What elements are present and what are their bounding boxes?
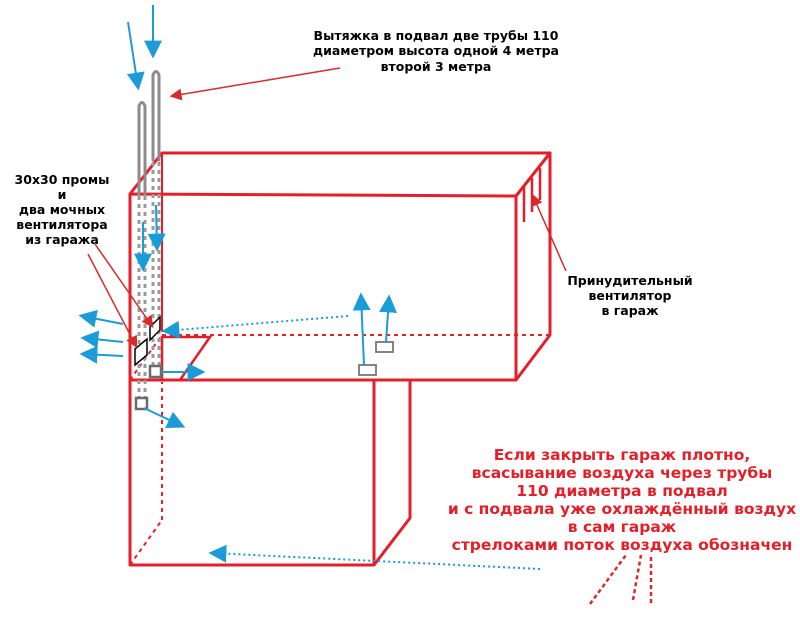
callout-dashed xyxy=(588,554,653,605)
garage-box xyxy=(128,151,552,382)
exhaust-pipes-hidden xyxy=(137,162,161,398)
vent-30x30-right xyxy=(375,341,394,353)
label-note-line1: Если закрыть гараж плотно, xyxy=(494,446,751,464)
pipe-outlet-basement xyxy=(134,396,149,411)
callout-exhaust xyxy=(169,67,341,101)
label-vents: 30х30 промы и два мочных вентилятора из … xyxy=(15,172,110,247)
wall-fan-lower xyxy=(134,337,148,367)
callout-vent-1 xyxy=(94,243,154,328)
label-exhaust-line1: Вытяжка в подвал две трубы 110 xyxy=(314,28,559,43)
pipe-outlet-floor xyxy=(148,364,163,379)
basement-side xyxy=(372,380,412,566)
label-note-line4: и с подвала уже охлаждённый воздух xyxy=(448,500,796,518)
label-vents-line1: 30х30 промы xyxy=(15,172,110,187)
garage-front-face xyxy=(128,192,518,382)
basement-front-face xyxy=(128,380,376,567)
label-vents-line2: и xyxy=(58,187,67,202)
callout-vent-2 xyxy=(87,253,138,349)
arrow-out-1 xyxy=(78,309,124,328)
label-note-line6: стрелоками поток воздуха обозначен xyxy=(452,536,793,554)
pipe-tall-solid xyxy=(151,70,161,162)
basement-hidden-edges xyxy=(129,382,163,566)
label-vents-line4: вентилятора xyxy=(16,217,107,232)
wall-fan-upper xyxy=(149,315,161,342)
arrow-out-2 xyxy=(80,330,124,349)
vent-30x30-left xyxy=(358,364,377,376)
arrow-vent-up-right xyxy=(379,294,397,343)
garage-top-back-edge xyxy=(128,151,552,197)
label-note-line5: в сам гараж xyxy=(568,518,677,536)
airflow-dotted xyxy=(161,315,541,570)
label-note-line2: всасывание воздуха через трубы xyxy=(472,464,773,482)
label-fan-line1: Принудительный xyxy=(567,273,692,288)
garage-hidden-floor xyxy=(129,334,550,381)
label-vents-line3: два мочных xyxy=(19,202,105,217)
pipe-short-solid xyxy=(137,101,147,196)
label-exhaust-line2: диаметром высота одной 4 метра xyxy=(313,43,559,58)
arrow-intake-short xyxy=(126,21,145,91)
airflow-arrows xyxy=(78,5,397,428)
callout-fan xyxy=(531,193,567,272)
exhaust-pipes xyxy=(137,70,161,196)
garage-right-side xyxy=(514,151,552,381)
arrow-down-pipe-tall xyxy=(147,204,166,252)
label-vents-line5: из гаража xyxy=(25,232,99,247)
label-exhaust-line3: второй 3 метра xyxy=(381,59,492,74)
floor-hatch xyxy=(160,335,213,381)
label-fan-line2: вентилятор xyxy=(589,288,672,303)
arrow-vent-up-left xyxy=(352,292,371,366)
label-fan-line3: в гараж xyxy=(601,303,659,318)
label-note-line3: 110 диаметра в подвал xyxy=(516,482,727,500)
label-fan: Принудительный вентилятор в гараж xyxy=(567,273,692,318)
label-note: Если закрыть гараж плотно, всасывание во… xyxy=(448,446,796,554)
arrow-basement-outflow xyxy=(143,407,186,428)
basement-box xyxy=(128,380,412,567)
arrow-out-3 xyxy=(79,345,124,364)
airflow-dotted-garage xyxy=(161,315,349,339)
label-exhaust: Вытяжка в подвал две трубы 110 диаметром… xyxy=(313,28,559,74)
callout-lines xyxy=(87,67,567,349)
